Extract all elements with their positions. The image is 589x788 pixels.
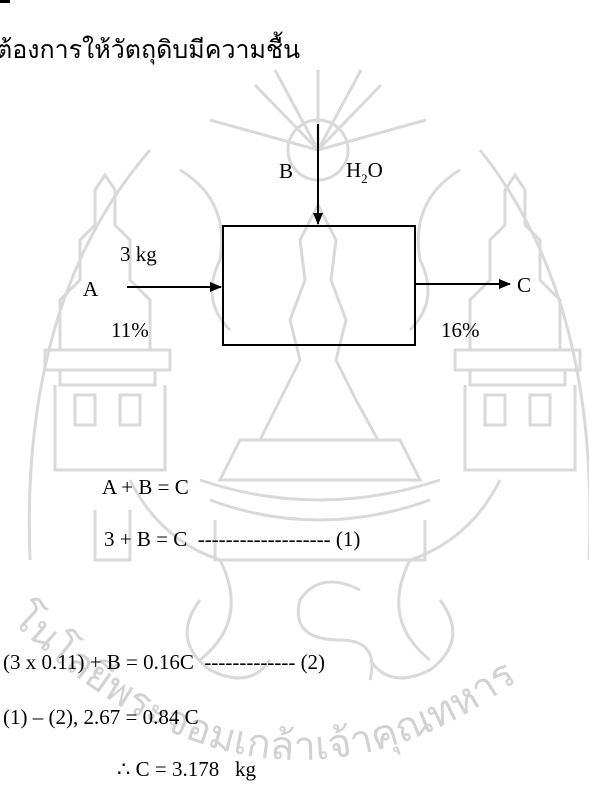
equation-subtract: (1) – (2), 2.67 = 0.84 C <box>3 705 199 729</box>
central-crown <box>199 201 441 562</box>
stream-a-mass: 3 kg <box>120 242 157 266</box>
left-pagoda <box>43 172 172 562</box>
stream-a-moisture: 11% <box>111 318 149 342</box>
stream-a-label: A <box>83 277 99 301</box>
stream-b-substance: H2O <box>346 158 383 186</box>
stream-c-label: C <box>517 273 532 297</box>
page-heading: ต้องการให้วัตถุดิบมีความชื้น <box>0 35 301 64</box>
seal-outer-arc <box>27 149 152 561</box>
sun-rays <box>209 69 427 182</box>
stream-c-moisture: 16% <box>441 318 480 342</box>
right-pagoda <box>453 172 582 472</box>
equation-result: ∴ C = 3.178 kg <box>117 757 256 781</box>
stream-b-label: B <box>279 159 294 183</box>
equation-1: 3 + B = C ------------------- (1) <box>104 527 361 551</box>
equation-balance: A + B = C <box>102 475 189 499</box>
top-mark <box>0 0 10 3</box>
process-box <box>222 225 416 346</box>
equation-2: (3 x 0.11) + B = 0.16C ------------- (2) <box>3 650 326 674</box>
